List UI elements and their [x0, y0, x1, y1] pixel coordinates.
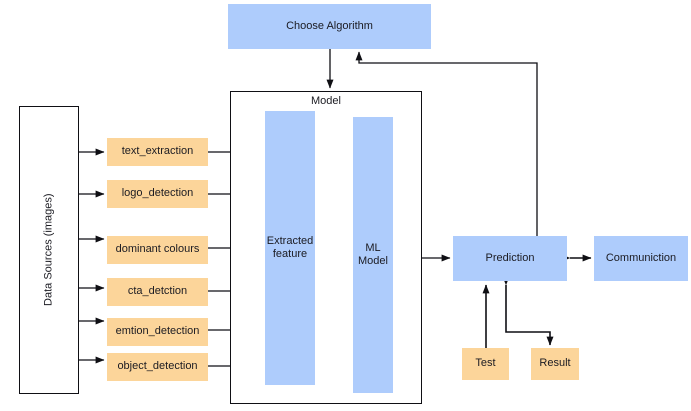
prediction-label: Prediction	[485, 251, 535, 264]
node-logo-detection[interactable]: logo_detection	[107, 180, 208, 208]
choose-algorithm-label: Choose Algorithm	[286, 19, 373, 32]
node-test[interactable]: Test	[462, 348, 509, 380]
object-detection-label: object_detection	[117, 360, 198, 373]
communiction-label: Communiction	[605, 251, 677, 264]
logo-detection-label: logo_detection	[121, 187, 194, 200]
dominant-colours-label: dominant colours	[115, 243, 200, 256]
emtion-detection-label: emtion_detection	[115, 325, 200, 338]
node-communiction[interactable]: Communiction	[594, 236, 688, 281]
edge-prediction-result	[502, 276, 554, 346]
node-choose-algorithm[interactable]: Choose Algorithm	[228, 4, 431, 49]
node-cta-detction[interactable]: cta_detction	[107, 278, 208, 306]
node-object-detection[interactable]: object_detection	[107, 353, 208, 381]
node-ml-model[interactable]: ML Model	[353, 117, 393, 393]
node-result[interactable]: Result	[531, 348, 579, 380]
test-label: Test	[475, 357, 496, 370]
node-prediction[interactable]: Prediction	[453, 236, 567, 281]
result-label: Result	[539, 357, 571, 370]
node-model-container[interactable]: Model	[230, 91, 422, 404]
node-dominant-colours[interactable]: dominant colours	[107, 236, 208, 264]
node-data-sources[interactable]: Data Sources (images)	[19, 106, 79, 394]
text-extraction-label: text_extraction	[121, 145, 194, 158]
node-extracted-feature[interactable]: Extracted feature	[265, 111, 315, 385]
cta-detction-label: cta_detction	[127, 285, 188, 298]
data-sources-label: Data Sources (images)	[42, 193, 55, 307]
extracted-feature-label: Extracted feature	[266, 234, 314, 260]
node-text-extraction[interactable]: text_extraction	[107, 138, 208, 166]
node-emtion-detection[interactable]: emtion_detection	[107, 318, 208, 346]
model-container-label: Model	[311, 95, 341, 107]
ml-model-label: ML Model	[358, 241, 388, 267]
